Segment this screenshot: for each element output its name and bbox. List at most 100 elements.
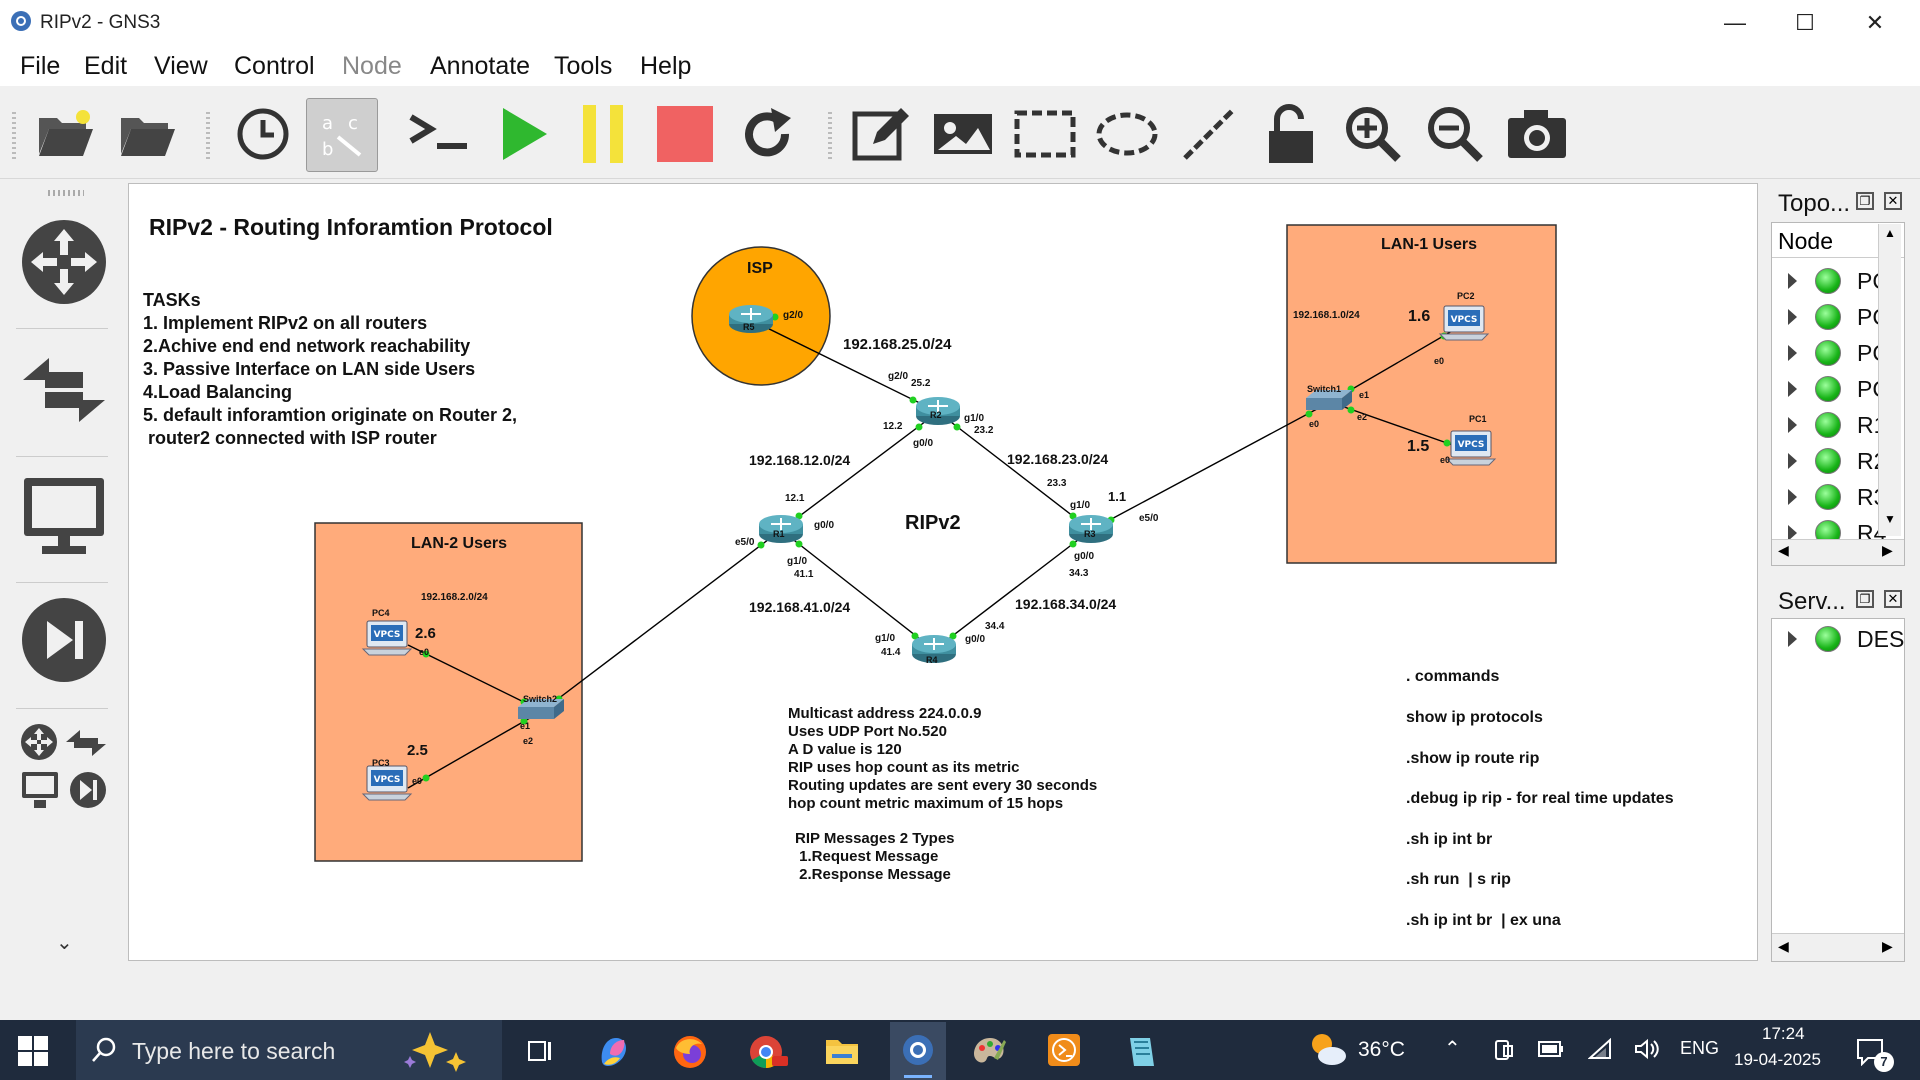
dock-expand-icon[interactable]: ⌄: [56, 932, 73, 954]
task-view-icon[interactable]: [526, 1036, 554, 1069]
browse-security-devices-button[interactable]: [14, 590, 114, 690]
start-all-button[interactable]: [488, 98, 558, 170]
tree-node-row[interactable]: R1: [1772, 407, 1886, 443]
snapshot-button[interactable]: [228, 98, 298, 170]
expand-arrow-icon[interactable]: [1788, 631, 1797, 647]
expand-arrow-icon[interactable]: [1788, 345, 1797, 361]
svg-text:VPCS: VPCS: [374, 630, 401, 640]
tree-node-row[interactable]: PC: [1772, 371, 1889, 407]
chrome-icon[interactable]: [748, 1034, 788, 1075]
notification-count-badge: 7: [1874, 1052, 1894, 1072]
open-folder-button[interactable]: [112, 98, 182, 170]
notepad-app-icon[interactable]: [1124, 1034, 1158, 1075]
wifi-icon[interactable]: [1587, 1037, 1614, 1065]
insert-picture-button[interactable]: [928, 98, 998, 170]
menu-file[interactable]: File: [20, 52, 61, 80]
topology-close-button[interactable]: ✕: [1884, 192, 1902, 210]
r3-e50-label: e5/0: [1139, 513, 1159, 524]
open-project-button[interactable]: [30, 98, 100, 170]
zoom-out-button[interactable]: [1420, 98, 1490, 170]
clock-time[interactable]: 17:24: [1762, 1024, 1805, 1043]
file-explorer-icon[interactable]: [824, 1034, 860, 1073]
browse-end-devices-button[interactable]: [14, 466, 114, 566]
scroll-down-icon[interactable]: ▼: [1884, 512, 1896, 526]
putty-terminal-icon[interactable]: [1046, 1032, 1082, 1073]
draw-rectangle-button[interactable]: [1010, 98, 1080, 170]
minimize-button[interactable]: —: [1724, 10, 1746, 35]
input-language[interactable]: ENG: [1680, 1038, 1720, 1058]
suspend-all-button[interactable]: [568, 98, 638, 170]
scroll-right-icon[interactable]: ▶: [1882, 938, 1893, 954]
paint-icon[interactable]: [972, 1034, 1008, 1075]
edit-note-icon: [852, 108, 909, 161]
zoom-in-button[interactable]: [1338, 98, 1408, 170]
maximize-button[interactable]: ☐: [1795, 10, 1815, 35]
expand-arrow-icon[interactable]: [1788, 453, 1797, 469]
firefox-icon[interactable]: [672, 1034, 708, 1075]
expand-arrow-icon[interactable]: [1788, 525, 1797, 541]
lan2-box: [314, 522, 583, 862]
console-all-button[interactable]: [404, 98, 474, 170]
lock-items-button[interactable]: [1256, 98, 1326, 170]
scroll-right-icon[interactable]: ▶: [1882, 542, 1893, 558]
task-5: 5. default inforamtion originate on Rout…: [143, 405, 518, 425]
router-r5: [729, 305, 773, 333]
servers-tree[interactable]: DESI ◀ ▶: [1771, 618, 1905, 962]
browse-switches-button[interactable]: [14, 340, 114, 440]
toolbar-grip: [828, 112, 832, 162]
battery-icon[interactable]: [1538, 1040, 1564, 1063]
weather-icon[interactable]: [1308, 1030, 1348, 1073]
stop-all-button[interactable]: [650, 98, 720, 170]
all-devices-button[interactable]: [20, 722, 110, 817]
topology-canvas[interactable]: VPCS VPCS VPCS VPCS RIPv2 - Routing Info…: [128, 183, 1758, 961]
expand-arrow-icon[interactable]: [1788, 309, 1797, 325]
router-r1: [759, 515, 803, 543]
notification-icon[interactable]: [1856, 1036, 1890, 1071]
topology-float-button[interactable]: ❐: [1856, 192, 1874, 210]
tree-node-row[interactable]: R3: [1772, 479, 1886, 515]
servers-hscrollbar[interactable]: ◀ ▶: [1772, 933, 1904, 961]
r1-e50-label: e5/0: [735, 537, 755, 548]
scroll-left-icon[interactable]: ◀: [1778, 938, 1789, 954]
gns3-taskbar-button[interactable]: [890, 1022, 946, 1080]
tree-node-row[interactable]: PC: [1772, 335, 1889, 371]
menu-annotate[interactable]: Annotate: [430, 52, 531, 80]
scroll-up-icon[interactable]: ▲: [1884, 226, 1896, 240]
menu-view[interactable]: View: [154, 52, 208, 80]
menu-tools[interactable]: Tools: [554, 52, 613, 80]
topology-hscrollbar[interactable]: ◀ ▶: [1772, 539, 1904, 565]
expand-arrow-icon[interactable]: [1788, 381, 1797, 397]
server-row[interactable]: DESI: [1772, 621, 1904, 657]
expand-arrow-icon[interactable]: [1788, 489, 1797, 505]
clock-date[interactable]: 19-04-2025: [1734, 1050, 1821, 1069]
copilot-app-icon[interactable]: [596, 1034, 632, 1075]
menu-node[interactable]: Node: [342, 52, 402, 80]
tray-device-icon[interactable]: [1492, 1038, 1516, 1067]
menu-edit[interactable]: Edit: [84, 52, 128, 80]
switch2-label: Switch2: [523, 694, 558, 704]
servers-float-button[interactable]: ❐: [1856, 590, 1874, 608]
reload-all-button[interactable]: [732, 98, 802, 170]
topology-vscrollbar[interactable]: ▲ ▼: [1878, 224, 1901, 536]
tree-node-row[interactable]: R2: [1772, 443, 1886, 479]
expand-arrow-icon[interactable]: [1788, 417, 1797, 433]
start-button[interactable]: [18, 1036, 48, 1071]
menu-control[interactable]: Control: [234, 52, 315, 80]
expand-arrow-icon[interactable]: [1788, 273, 1797, 289]
add-note-button[interactable]: [846, 98, 916, 170]
draw-line-button[interactable]: [1174, 98, 1244, 170]
menu-help[interactable]: Help: [640, 52, 692, 80]
tray-overflow-icon[interactable]: ⌃: [1444, 1038, 1461, 1060]
svg-text:c: c: [348, 113, 358, 134]
screenshot-button[interactable]: [1502, 98, 1572, 170]
servers-close-button[interactable]: ✕: [1884, 590, 1902, 608]
browse-routers-button[interactable]: [14, 212, 114, 312]
tree-node-row[interactable]: PC: [1772, 299, 1889, 335]
draw-ellipse-button[interactable]: [1092, 98, 1162, 170]
scroll-left-icon[interactable]: ◀: [1778, 542, 1789, 558]
tree-node-row[interactable]: PC: [1772, 263, 1889, 299]
copilot-sparkle-icon[interactable]: [398, 1030, 478, 1077]
volume-icon[interactable]: [1634, 1038, 1660, 1065]
close-button[interactable]: ✕: [1865, 10, 1885, 35]
